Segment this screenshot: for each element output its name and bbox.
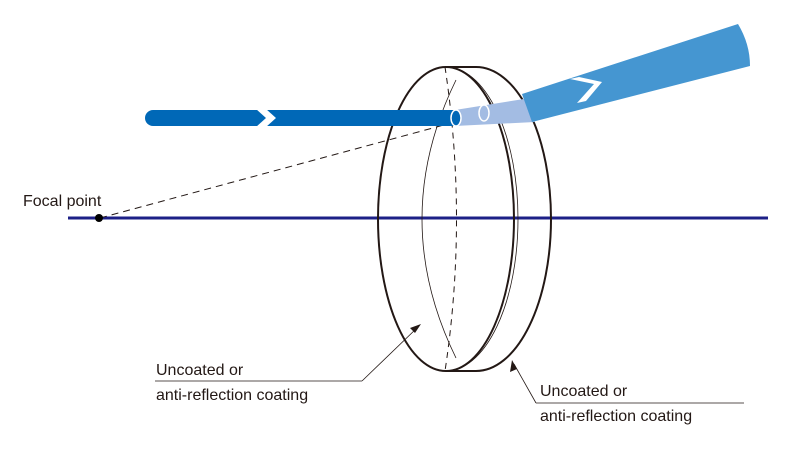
- virtual-ray: [99, 121, 456, 219]
- direction-chevron-icon: [256, 109, 276, 127]
- back-coating-label-line1: Uncoated or: [540, 383, 628, 400]
- incident-beam: [145, 109, 455, 127]
- back-coating-label-line2: anti-reflection coating: [540, 408, 692, 425]
- beam-inside-lens: [455, 98, 535, 126]
- lens-back-inner-arc: [445, 66, 519, 372]
- focal-point-label: Focal point: [23, 193, 102, 210]
- front-coating-annotation: Uncoated or anti-reflection coating: [155, 324, 421, 404]
- back-coating-annotation: Uncoated or anti-reflection coating: [510, 360, 744, 425]
- arrow-head-icon: [510, 360, 517, 372]
- diverging-beam: [522, 24, 750, 122]
- direction-chevron-icon: [570, 77, 602, 103]
- front-coating-label-line2: anti-reflection coating: [156, 387, 308, 404]
- beam-exit-cross-section: [478, 104, 490, 122]
- front-coating-label-line1: Uncoated or: [156, 362, 244, 379]
- beam-entry-cross-section: [450, 109, 462, 127]
- lens-center-dashed-line: [444, 66, 457, 372]
- lens-back-edge: [446, 66, 552, 372]
- lens-front-surface: [377, 66, 515, 372]
- arrow-head-icon: [410, 324, 421, 333]
- focal-point-marker: [95, 214, 103, 222]
